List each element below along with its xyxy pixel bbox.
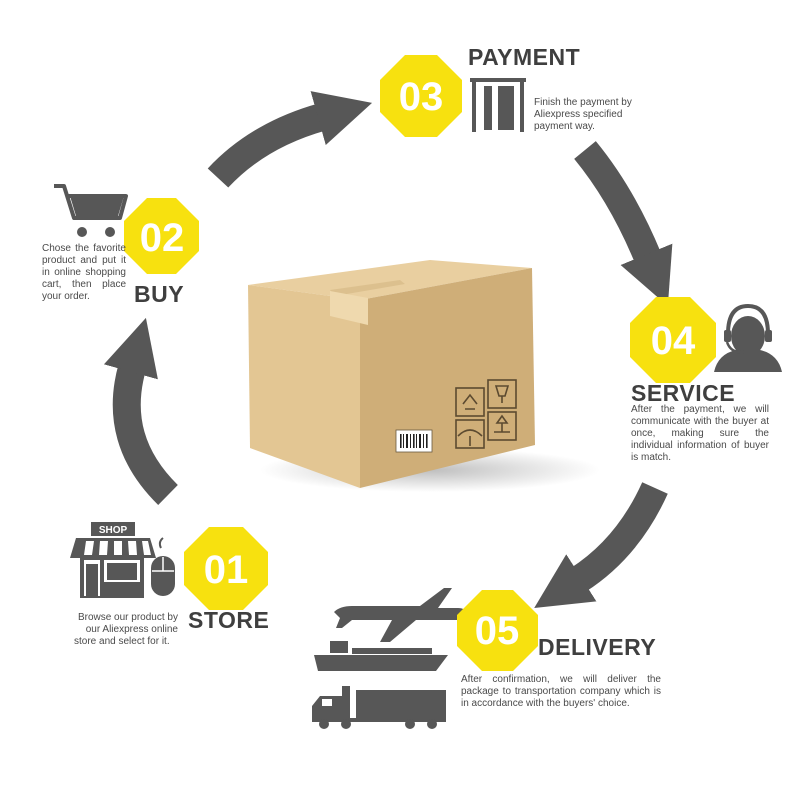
airplane-icon bbox=[334, 588, 466, 642]
step-05-number: 05 bbox=[475, 609, 520, 653]
badge-04 bbox=[630, 297, 716, 383]
step-04-description: After the payment, we will communicate w… bbox=[631, 404, 769, 463]
step-05-title: DELIVERY bbox=[538, 634, 657, 660]
step-02-number: 02 bbox=[140, 216, 185, 260]
step-05-description: After confirmation, we will deliver the … bbox=[461, 674, 661, 709]
step-03-title: PAYMENT bbox=[468, 44, 581, 70]
badge-03 bbox=[380, 55, 462, 137]
card-reader-icon bbox=[470, 78, 526, 132]
mouse-icon bbox=[151, 537, 175, 596]
ship-icon bbox=[314, 641, 448, 671]
customer-service-headset-icon bbox=[714, 303, 782, 372]
arrow-service-to-delivery bbox=[534, 482, 668, 609]
arrow-buy-to-payment bbox=[207, 91, 373, 188]
step-04-number: 04 bbox=[651, 319, 696, 363]
badge-05 bbox=[457, 590, 538, 671]
arrow-payment-to-service bbox=[574, 141, 673, 307]
shop-icon bbox=[70, 522, 156, 598]
shop-sign: SHOP bbox=[99, 525, 128, 536]
shopping-cart-icon bbox=[54, 184, 128, 237]
badge-01 bbox=[184, 527, 268, 610]
step-03-description: Finish the payment by Aliexpress specifi… bbox=[534, 97, 632, 132]
step-02-title: BUY bbox=[134, 281, 185, 307]
step-02-description: Chose the favorite product and put it in… bbox=[42, 243, 126, 302]
step-04-title: SERVICE bbox=[631, 380, 736, 406]
step-01-description: Browse our product by our Aliexpress onl… bbox=[74, 612, 178, 647]
arrow-store-to-buy bbox=[103, 317, 179, 505]
step-03-number: 03 bbox=[399, 75, 444, 119]
truck-icon bbox=[312, 686, 446, 729]
step-01-title: STORE bbox=[188, 607, 270, 633]
step-01-number: 01 bbox=[204, 548, 249, 592]
badge-02 bbox=[124, 198, 199, 274]
